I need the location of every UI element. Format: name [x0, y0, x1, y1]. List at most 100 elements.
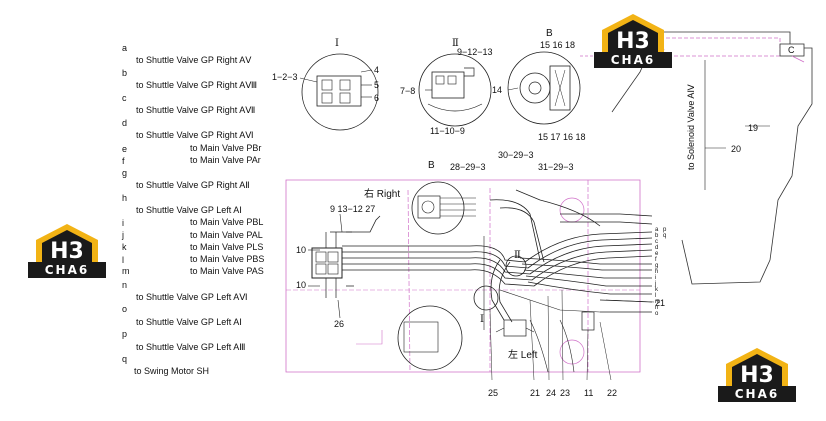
legend-letter: q	[122, 354, 128, 364]
logo-brand-text: CHA6	[28, 262, 106, 278]
upper-frame	[285, 179, 641, 373]
port-letter: f	[655, 257, 657, 263]
port-letter: b	[655, 233, 659, 239]
legend-letter: p	[122, 329, 128, 339]
legend-letter: e	[122, 144, 128, 154]
view-2-title: Ⅱ	[452, 38, 459, 49]
legend-text: to Shuttle Valve GP Left AⅠ	[136, 317, 242, 327]
callout-10-lower: 10	[296, 280, 306, 290]
view-2-circle	[418, 53, 492, 127]
left-side-label: 左 Left	[508, 348, 538, 361]
callout-26: 26	[334, 319, 344, 329]
legend-text: to Shuttle Valve GP Right AⅡ	[136, 180, 250, 190]
callout-9-13-12-27: 9 13−12 27	[330, 204, 375, 214]
port-letter: a	[655, 227, 659, 233]
house-emblem-icon: H3	[726, 348, 788, 386]
port-letter: k	[655, 287, 659, 293]
view-b-callout-bottom: 15 17 16 18	[538, 132, 586, 142]
machine-outline: C 19 20 to Solenoid Valve AⅣ	[611, 31, 813, 285]
legend-letter: k	[122, 242, 127, 252]
legend-text: to Main Valve PBS	[190, 254, 265, 264]
legend-text: to Shuttle Valve GP Right AⅦ	[136, 105, 256, 115]
inset-b-label: B	[428, 160, 435, 171]
view-2-callout-bottom: 11−10−9	[430, 126, 465, 136]
section-II-marker: Ⅱ	[514, 250, 521, 261]
inset-b-circle	[411, 181, 465, 235]
port-letter: h	[655, 269, 658, 275]
view-b-hub	[519, 72, 551, 104]
legend-letter: m	[122, 266, 130, 276]
callout-30-29-3: 30−29−3	[498, 150, 534, 160]
detail-view-1: Ⅰ 1−2−3 4 5 6	[272, 38, 379, 131]
mount-circle	[559, 339, 585, 365]
view-1-valve	[316, 75, 362, 107]
swivel-joint: 左 Left	[473, 255, 595, 361]
callout-21-bottom: 21	[530, 388, 540, 398]
view-1-callout-left: 1−2−3	[272, 72, 298, 82]
detail-view-2: Ⅱ 9−12−13 7−8 11−10−9	[400, 38, 493, 136]
logo-brand-text: CHA6	[594, 52, 672, 68]
house-emblem-icon: H3	[602, 14, 664, 52]
view-b-circle	[507, 51, 581, 125]
view-1-title: Ⅰ	[335, 38, 339, 49]
house-emblem-icon: H3	[36, 224, 98, 262]
legend-text: to Shuttle Valve GP Left AⅢ	[136, 342, 246, 352]
view-1-callout-5: 5	[374, 80, 379, 90]
callout-28-29-3: 28−29−3	[450, 162, 486, 172]
detail-c-frame	[659, 37, 781, 57]
callout-31-29-3: 31−29−3	[538, 162, 574, 172]
legend-letter: a	[122, 43, 128, 53]
watermark-logo: H3 CHA6	[28, 222, 106, 280]
port-labels: a b c d e f g h i j k l m n o p q	[654, 227, 667, 317]
view-1-circle	[301, 53, 379, 131]
legend-text: to Main Valve PBL	[190, 217, 264, 227]
legend-text: to Shuttle Valve GP Left AⅠ	[136, 205, 242, 215]
legend-text: to Main Valve PAL	[190, 230, 263, 240]
view-1-callout-4: 4	[374, 65, 379, 75]
port-letter: o	[655, 311, 659, 317]
callout-22: 22	[607, 388, 617, 398]
boom-outline	[611, 31, 813, 285]
legend-letter: h	[122, 193, 128, 203]
legend-text: to Main Valve PAr	[190, 155, 261, 165]
main-callouts: 28−29−3 30−29−3 31−29−3 9 13−12 27 10 10…	[296, 150, 665, 398]
frame-outer	[285, 179, 641, 373]
section-I-marker: Ⅰ	[480, 314, 484, 325]
port-letter: g	[655, 263, 658, 269]
legend-text: to Shuttle Valve GP Right AⅧ	[136, 80, 258, 90]
legend-text: to Shuttle Valve GP Right AⅥ	[136, 130, 254, 140]
legend-letter: n	[122, 280, 128, 290]
legend-letter: d	[122, 118, 128, 128]
port-letter: i	[655, 275, 656, 281]
callout-20: 20	[731, 144, 741, 154]
detail-view-b: B 15 16 18 14 15 17 16 18	[492, 28, 607, 142]
view-1-callout-6: 6	[374, 93, 379, 103]
watermark-logo: H3 CHA6	[718, 346, 796, 404]
port-letter: l	[655, 293, 656, 299]
view-2-callout-top: 9−12−13	[457, 47, 493, 57]
legend-letter: o	[122, 304, 128, 314]
logo-emblem-text: H3	[50, 239, 84, 262]
view-2-callout-left: 7−8	[400, 86, 415, 96]
legend-text: to Main Valve PBr	[190, 143, 262, 153]
right-side-label: 右 Right	[364, 187, 400, 200]
legend-text: to Shuttle Valve GP Left AⅥ	[136, 292, 248, 302]
callout-25: 25	[488, 388, 498, 398]
port-letter: j	[654, 281, 656, 287]
view-2-valve	[431, 71, 465, 99]
view-b-callout-left: 14	[492, 85, 502, 95]
legend-letter: j	[122, 230, 124, 240]
detail-c-label: C	[788, 45, 795, 55]
watermark-logo: H3 CHA6	[594, 12, 672, 70]
logo-emblem-text: H3	[740, 363, 774, 386]
port-letter: d	[655, 245, 658, 251]
legend-letter: l	[122, 255, 124, 265]
logo-brand-text: CHA6	[718, 386, 796, 402]
port-letter: p	[663, 227, 667, 233]
callout-11: 11	[584, 388, 593, 398]
callout-24: 24	[546, 388, 556, 398]
legend-text: to Main Valve PLS	[190, 242, 264, 252]
legend-letter: c	[122, 93, 127, 103]
callout-19: 19	[748, 123, 758, 133]
